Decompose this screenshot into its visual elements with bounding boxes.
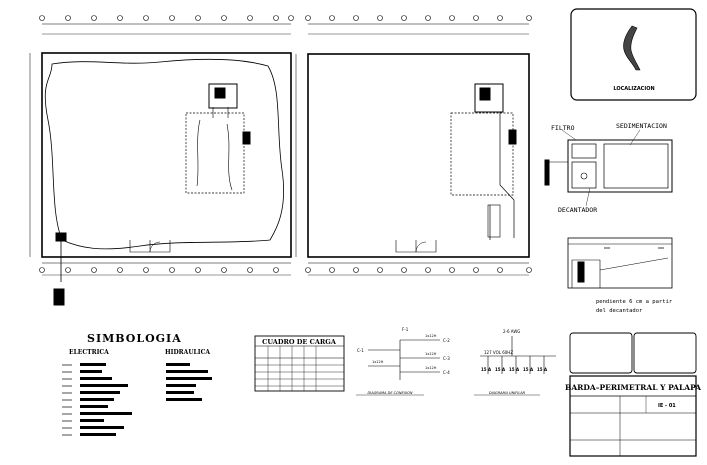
conn-label-c3: C-3 [443, 356, 450, 361]
conn-label-wire3: 1x12H [425, 366, 437, 370]
slope-note-line1: pendiente 6 cm a partir [596, 299, 673, 305]
left-top-axis [39, 15, 294, 273]
unifilar-caption: DIAGRAMA UNIFILAR [489, 391, 526, 395]
slope-note-line2: del decantador [596, 308, 643, 314]
unifilar-breaker-2: 15 A [495, 367, 506, 372]
conn-label-c2: C-2 [443, 338, 450, 343]
conn-label-f1: F-1 [402, 327, 409, 332]
unifilar-bus: 127 VOL 60HZ [484, 350, 513, 355]
conn-label-c1: C-1 [357, 348, 364, 353]
conn-label-c4: C-4 [443, 370, 450, 375]
right-top-axis [305, 15, 532, 273]
septic-section-detail [567, 237, 673, 289]
left-floor-plan [29, 23, 292, 306]
sheet-title: BARDA–PERIMETRAL Y PALAPA [565, 383, 701, 392]
connection-diagram [356, 339, 440, 396]
load-table [254, 335, 345, 392]
title-block [569, 332, 697, 457]
sheet-number: IE - 01 [658, 403, 676, 409]
legend: SIMBOLOGIA ELECTRICA HIDRAULICA [62, 332, 212, 436]
conn-label-wire1: 1x12H [425, 334, 437, 338]
unifilar-breaker-4: 15 A [523, 367, 534, 372]
legend-hydraulic-heading: HIDRAULICA [165, 349, 210, 356]
sedimentation-label: SEDIMENTACION [616, 122, 667, 130]
connection-caption: DIAGRAMA DE CONEXION [367, 391, 412, 395]
legend-electrical-heading: ELECTRICA [69, 349, 109, 356]
unifilar-breaker-1: 15 A [481, 367, 492, 372]
unifilar-breaker-3: 15 A [509, 367, 520, 372]
conn-label-wire4: 1x12H [372, 360, 384, 364]
unifilar-main: 2-6 AWG [503, 329, 520, 334]
unifilar-breaker-5: 15 A [537, 367, 548, 372]
location-panel: LOCALIZACION [570, 8, 697, 101]
legend-title: SIMBOLOGIA [87, 332, 182, 345]
septic-plan-detail [544, 129, 673, 207]
decanter-label: DECANTADOR [558, 206, 597, 214]
location-caption: LOCALIZACION [613, 86, 654, 92]
right-floor-plan [295, 23, 530, 276]
unifilar-diagram [474, 336, 556, 396]
load-table-title: CUADRO DE CARGA [262, 338, 337, 346]
conn-label-wire2: 1x12H [425, 352, 437, 356]
filter-label: FILTRO [551, 124, 575, 132]
